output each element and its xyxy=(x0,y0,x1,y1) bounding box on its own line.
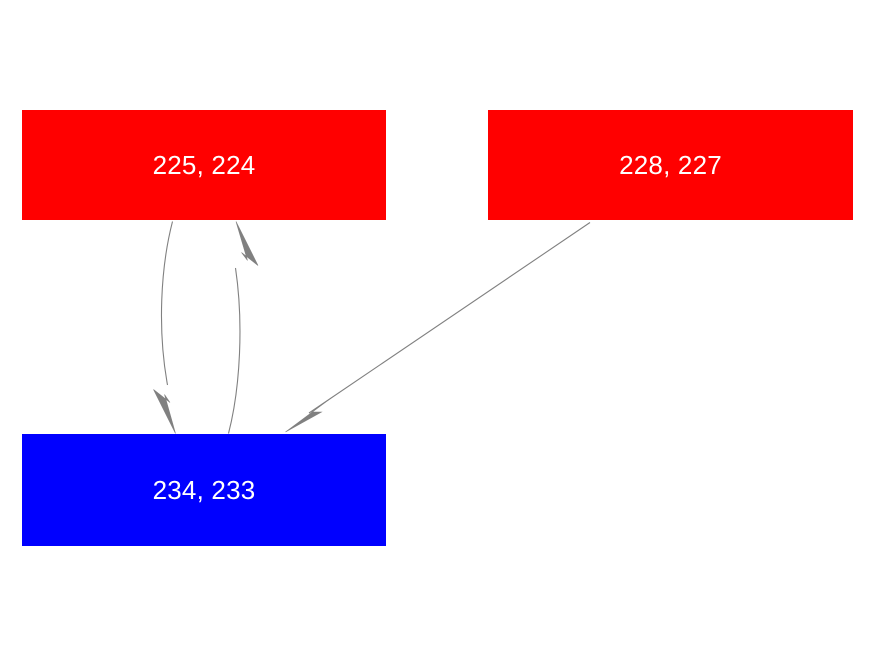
edge-c-to-a xyxy=(227,221,259,434)
node-225-224-label: 225, 224 xyxy=(152,150,256,180)
node-234-233-label: 234, 233 xyxy=(152,475,256,505)
edge-a-to-c-line xyxy=(160,221,174,386)
edge-b-to-c-line xyxy=(308,222,591,414)
node-228-227-label: 228, 227 xyxy=(619,150,722,180)
edge-b-to-c-arrowhead xyxy=(285,396,333,433)
edge-a-to-c xyxy=(153,221,176,434)
edge-a-to-c-arrowhead xyxy=(153,389,176,434)
edge-c-to-a-line xyxy=(227,267,241,434)
node-225-224[interactable]: 225, 224 xyxy=(22,110,386,220)
node-228-227[interactable]: 228, 227 xyxy=(488,110,853,220)
edge-b-to-c xyxy=(285,222,591,433)
node-234-233[interactable]: 234, 233 xyxy=(22,434,386,546)
edge-c-to-a-arrowhead xyxy=(235,221,259,266)
